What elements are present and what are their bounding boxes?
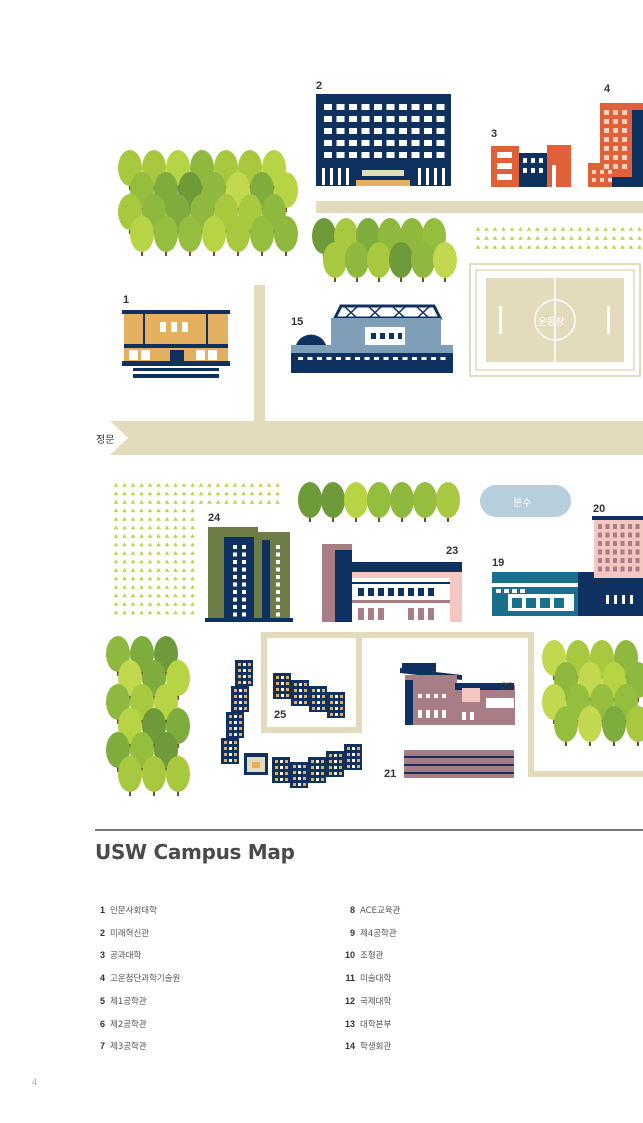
building-22 <box>400 663 515 725</box>
legend-item-name: 제1공학관 <box>110 996 147 1007</box>
legend-item: 3 공과대학 <box>91 949 141 961</box>
label-building-2: 2 <box>316 80 323 92</box>
legend-item-name: 국제대학 <box>360 996 392 1007</box>
label-building-25: 25 <box>274 709 287 721</box>
legend-item-number: 12 <box>344 995 355 1006</box>
legend-item-name: 제2공학관 <box>110 1019 147 1030</box>
legend-item: 11 미술대학 <box>341 972 391 984</box>
legend-item-number: 1 <box>99 905 105 915</box>
label-building-20: 20 <box>593 503 606 515</box>
legend-item: 7 제3공학관 <box>91 1040 147 1052</box>
legend-item-number: 14 <box>344 1041 355 1052</box>
legend-item: 14 학생회관 <box>341 1040 391 1052</box>
building-25 <box>221 660 362 788</box>
legend-item-name: 인문사회대학 <box>110 906 157 916</box>
campus-map <box>96 94 643 796</box>
building-21 <box>404 750 514 778</box>
building-2 <box>316 94 451 186</box>
legend-title: USW Campus Map <box>95 840 295 864</box>
legend-item-number: 2 <box>99 927 105 938</box>
legend-item-number: 10 <box>344 950 355 961</box>
page-number: 4 <box>32 1077 38 1087</box>
stadium <box>469 263 641 377</box>
label-building-15: 15 <box>291 316 304 328</box>
legend-item-name: 미래혁신관 <box>110 928 150 939</box>
grass-field-pattern <box>113 227 642 615</box>
legend-item-number: 3 <box>99 950 105 961</box>
legend-item-name: 제4공학관 <box>360 928 397 939</box>
legend-item-number: 8 <box>349 905 355 915</box>
legend-item-name: 조형관 <box>360 951 384 962</box>
legend-item-name: 제3공학관 <box>110 1042 147 1053</box>
legend-item-name: 공과대학 <box>110 951 142 962</box>
legend-item: 6 제2공학관 <box>91 1018 147 1030</box>
legend-item: 5 제1공학관 <box>91 995 147 1007</box>
legend-item: 12 국제대학 <box>341 995 391 1007</box>
legend-item-number: 6 <box>99 1018 105 1029</box>
building-24 <box>205 527 293 622</box>
label-building-22: 22 <box>501 681 514 693</box>
legend-item-number: 4 <box>99 973 105 984</box>
legend-item: 13 대학본부 <box>341 1018 391 1030</box>
section-divider <box>95 829 643 831</box>
building-23 <box>322 544 462 622</box>
label-building-4: 4 <box>604 83 611 95</box>
building-3 <box>491 145 571 187</box>
label-building-3: 3 <box>491 128 498 140</box>
main-gate-label: 정문 <box>96 435 115 446</box>
legend-item: 8 ACE교육관 <box>341 904 400 916</box>
label-building-19: 19 <box>492 557 505 569</box>
label-building-1: 1 <box>123 294 130 306</box>
legend-item-number: 9 <box>349 927 355 938</box>
legend-item-name: 학생회관 <box>360 1042 392 1053</box>
building-20 <box>592 516 643 616</box>
legend-item-name: 대학본부 <box>360 1019 392 1030</box>
fountain <box>480 485 571 517</box>
legend-item: 9 제4공학관 <box>341 927 397 939</box>
legend-item-number: 5 <box>99 995 105 1006</box>
legend-item-name: 미술대학 <box>360 974 392 985</box>
legend-item: 2 미래혁신관 <box>91 927 149 939</box>
fountain-label: 분수 <box>513 498 532 509</box>
legend-item-number: 13 <box>344 1018 355 1029</box>
legend-item-number: 7 <box>99 1041 105 1052</box>
legend-item: 4 고운첨단과학기술원 <box>91 972 180 984</box>
legend-item-name: ACE교육관 <box>360 906 401 916</box>
legend-item: 10 조형관 <box>341 949 383 961</box>
building-1 <box>122 310 230 378</box>
legend-item: 1 인문사회대학 <box>91 904 157 916</box>
label-building-24: 24 <box>208 512 221 524</box>
label-building-23: 23 <box>446 545 459 557</box>
label-building-21: 21 <box>384 768 397 780</box>
tree-groves <box>106 150 643 796</box>
stadium-label: 운동장 <box>538 317 565 328</box>
building-4 <box>588 103 643 187</box>
legend-item-number: 11 <box>345 973 355 984</box>
roads <box>96 201 643 777</box>
building-15 <box>291 304 453 373</box>
legend-item-name: 고운첨단과학기술원 <box>110 974 181 985</box>
